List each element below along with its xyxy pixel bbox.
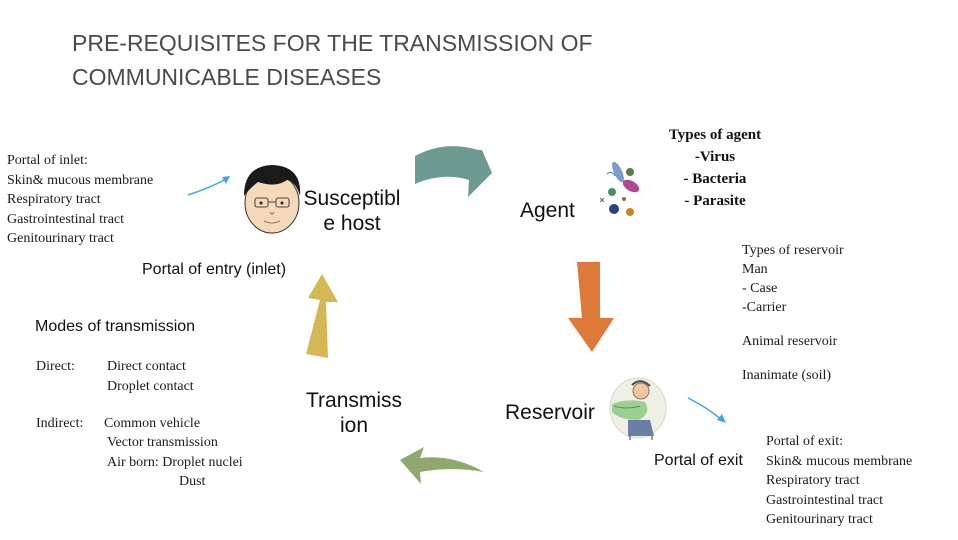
node-transmission-line-2: ion [339, 414, 369, 437]
reservoir-types-heading: Types of reservoir [742, 243, 844, 258]
arrow-transmission-to-host [306, 274, 338, 358]
list-item: Skin& mucous membrane [766, 453, 913, 469]
list-item: Dust [179, 474, 206, 489]
list-item: Genitourinary tract [7, 231, 114, 246]
pointer-arrowhead-inlet [222, 176, 230, 184]
list-item: Direct contact [107, 359, 186, 374]
portal-exit-label: Portal of exit [654, 452, 743, 469]
list-item: - Bacteria [683, 171, 747, 187]
title-line-1: PRE-REQUISITES FOR THE TRANSMISSION OF [72, 30, 593, 56]
portal-inlet-list: Portal of inlet: Skin& mucous membrane R… [7, 151, 153, 249]
node-host-line-1: Susceptibl [303, 187, 401, 210]
indirect-label: Indirect: [36, 416, 84, 431]
title-line-2: COMMUNICABLE DISEASES [72, 64, 382, 90]
list-item: Gastrointestinal tract [7, 211, 125, 227]
node-host-line-2: e host [323, 212, 381, 235]
portal-entry-label: Portal of entry (inlet) [142, 261, 287, 278]
indirect-items: Vector transmission Air born: Droplet nu… [107, 433, 243, 492]
node-transmission: Transmiss ion [294, 388, 414, 438]
node-reservoir: Reservoir [505, 401, 595, 424]
list-item: Air born: Droplet nuclei [107, 454, 243, 470]
list-item: Respiratory tract [766, 473, 860, 488]
arrow-reservoir-to-transmission [400, 447, 484, 484]
portal-exit-heading: Portal of exit: [766, 434, 843, 449]
list-item: Man [742, 262, 768, 277]
page-title: PRE-REQUISITES FOR THE TRANSMISSION OF C… [72, 26, 772, 94]
list-item: Genitourinary tract [766, 512, 873, 527]
direct-items: Direct contact Droplet contact [107, 357, 194, 396]
pointer-arrow-exit [687, 397, 723, 421]
node-susceptible-host: Susceptibl e host [294, 186, 410, 236]
list-item: Droplet contact [107, 378, 194, 394]
list-item: - Case [742, 281, 778, 296]
reservoir-types: Types of reservoir Man - Case -Carrier [742, 241, 844, 317]
agent-types: Types of agent -Virus - Bacteria - Paras… [645, 124, 785, 212]
face-icon [244, 165, 301, 234]
agent-types-heading: Types of agent [668, 127, 762, 143]
indirect-first: Common vehicle [104, 416, 201, 431]
list-item: Respiratory tract [7, 192, 101, 207]
list-item: -Virus [694, 149, 736, 165]
list-item: -Carrier [742, 300, 787, 315]
node-agent: Agent [520, 199, 575, 222]
node-transmission-line-1: Transmiss [305, 389, 403, 412]
portal-inlet-heading: Portal of inlet: [7, 153, 88, 168]
arrow-host-to-agent [415, 146, 492, 197]
pointer-arrow-inlet [187, 177, 229, 196]
list-item: Skin& mucous membrane [7, 172, 154, 188]
list-item: Gastrointestinal tract [766, 492, 884, 508]
list-item: Vector transmission [107, 435, 218, 450]
sick-person-icon [609, 377, 667, 440]
direct-label: Direct: [36, 359, 75, 374]
animal-reservoir: Animal reservoir [742, 334, 838, 349]
microbes-icon [599, 161, 640, 216]
pointer-arrowhead-exit [717, 414, 726, 423]
list-item: - Parasite [684, 193, 746, 209]
modes-heading: Modes of transmission [35, 318, 196, 335]
arrow-agent-to-reservoir [568, 262, 614, 352]
portal-exit-list: Portal of exit: Skin& mucous membrane Re… [766, 432, 912, 530]
inanimate-reservoir: Inanimate (soil) [742, 368, 832, 383]
